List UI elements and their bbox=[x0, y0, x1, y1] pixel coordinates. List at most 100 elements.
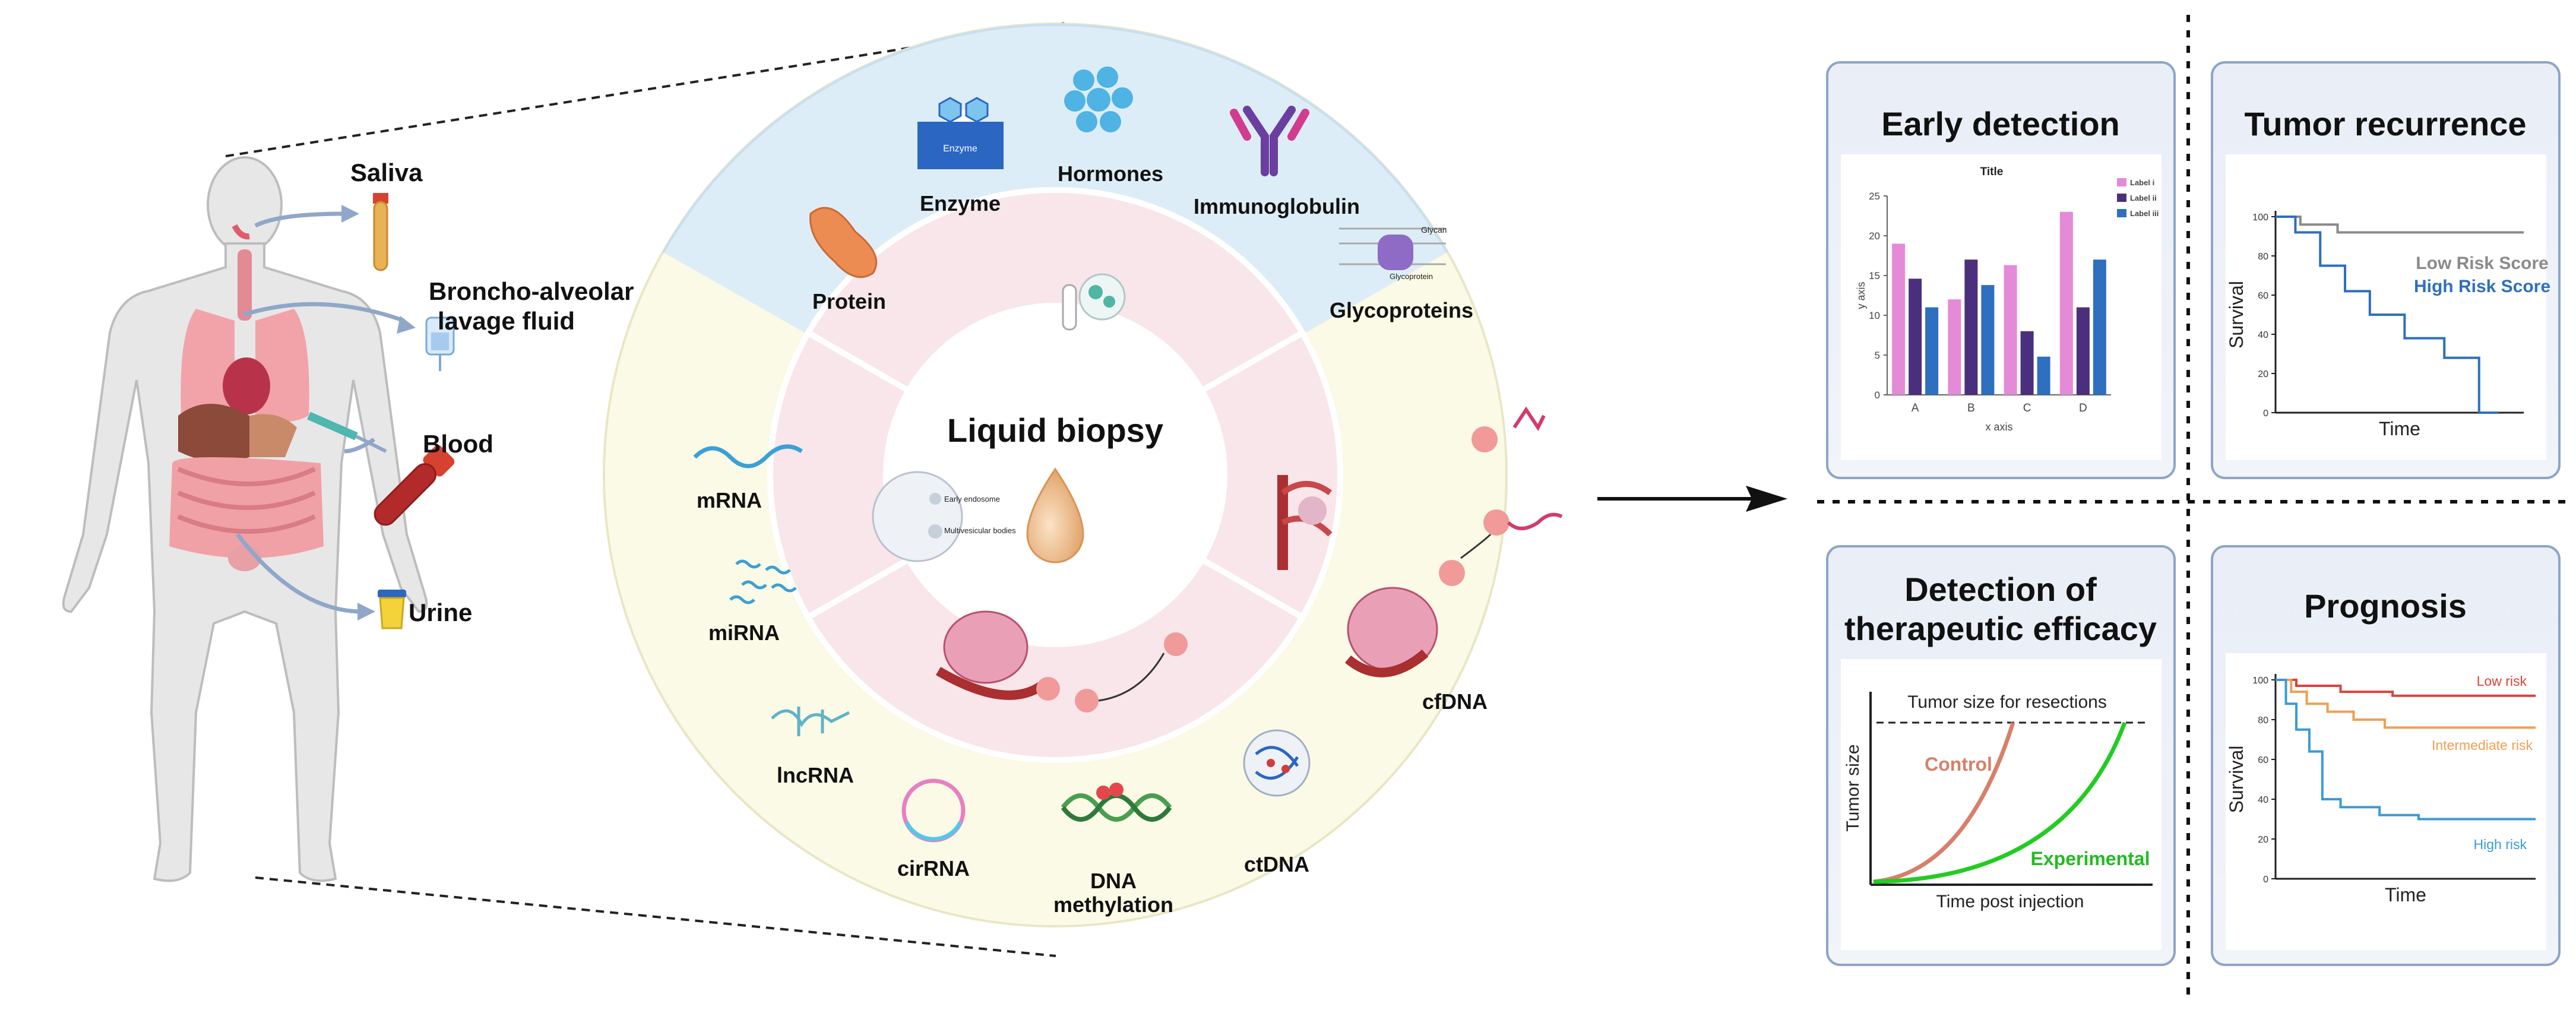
exosome-label-early: Early endosome bbox=[944, 495, 1000, 504]
immunoglobulin-icon bbox=[1230, 106, 1309, 176]
y-tick-label: 20 bbox=[2258, 835, 2268, 845]
title-therapeutic-1: Detection of bbox=[1904, 571, 2097, 608]
bar-y-tick-label: 20 bbox=[1869, 230, 1880, 242]
organs bbox=[169, 224, 324, 571]
bar-chart-title: Title bbox=[1980, 166, 2004, 178]
arrow-urine bbox=[236, 533, 363, 614]
urine-cup-icon bbox=[378, 590, 406, 629]
title-prognosis: Prognosis bbox=[2304, 587, 2467, 625]
bar bbox=[2020, 331, 2034, 395]
therapy-chart: Tumor size for resections Control Experi… bbox=[1843, 692, 2153, 911]
threshold-label: Tumor size for resections bbox=[1907, 692, 2107, 712]
bar bbox=[1948, 299, 1961, 395]
y-tick-label: 60 bbox=[2258, 291, 2268, 301]
label-cfdna: cfDNA bbox=[1422, 689, 1488, 714]
label-ctdna: ctDNA bbox=[1244, 852, 1309, 876]
fluid-arrows bbox=[236, 211, 405, 614]
liquid-biopsy-title: Liquid biopsy bbox=[947, 411, 1163, 449]
legend-label: Label ii bbox=[2130, 194, 2157, 202]
series-label: High Risk Score bbox=[2414, 277, 2550, 296]
bar bbox=[2059, 211, 2073, 395]
therapy-y-label: Tumor size bbox=[1843, 744, 1863, 831]
series-line bbox=[2276, 216, 2499, 414]
glycan-label: Glycan bbox=[1421, 225, 1447, 235]
y-tick-label: 20 bbox=[2258, 369, 2268, 379]
enzyme-inner-label: Enzyme bbox=[943, 144, 977, 154]
series-label-control: Control bbox=[1925, 753, 1992, 775]
series-line bbox=[2276, 216, 2524, 234]
label-dna-methylation-1: DNA bbox=[1090, 869, 1137, 893]
series-line bbox=[2276, 679, 2536, 729]
bar bbox=[2093, 259, 2106, 395]
label-immunoglobulin: Immunoglobulin bbox=[1194, 194, 1360, 219]
series-label: High risk bbox=[2474, 837, 2527, 852]
bar-y-tick-label: 0 bbox=[1875, 390, 1880, 401]
y-tick-label: 0 bbox=[2263, 409, 2268, 419]
y-tick-label: 100 bbox=[2252, 213, 2268, 223]
protein-icon bbox=[809, 207, 878, 278]
mrna-icon bbox=[693, 444, 803, 468]
y-label: Survival bbox=[2226, 281, 2247, 349]
bar bbox=[2037, 356, 2050, 395]
therapy-x-label: Time post injection bbox=[1936, 892, 2084, 911]
fluid-label-saliva: Saliva bbox=[350, 159, 423, 186]
hormones-icon bbox=[1064, 67, 1133, 132]
bar-y-tick-label: 15 bbox=[1869, 270, 1880, 281]
human-body-illustration bbox=[62, 156, 428, 882]
label-lncrna: lncRNA bbox=[777, 763, 854, 787]
y-tick-label: 100 bbox=[2252, 676, 2268, 686]
label-dna-methylation-2: methylation bbox=[1053, 892, 1173, 917]
legend-swatch bbox=[2117, 178, 2126, 186]
glycoprotein-inner-label: Glycoprotein bbox=[1390, 272, 1433, 281]
saliva-tube-icon bbox=[373, 193, 388, 271]
balf-bag-icon bbox=[425, 316, 455, 371]
glycoprotein-icon: Glycan Glycoprotein bbox=[1339, 225, 1447, 281]
y-tick-label: 60 bbox=[2258, 755, 2268, 765]
title-tumor-recurrence: Tumor recurrence bbox=[2244, 105, 2526, 143]
series-control-line bbox=[1873, 721, 2015, 884]
series-experimental-line bbox=[1873, 721, 2127, 884]
bar bbox=[1909, 278, 1922, 395]
bar-x-tick-label: B bbox=[1967, 402, 1975, 414]
fluid-label-urine: Urine bbox=[409, 599, 472, 626]
arrow-balf bbox=[242, 302, 405, 323]
x-label: Time bbox=[2385, 884, 2426, 905]
label-mrna: mRNA bbox=[697, 488, 762, 512]
fluid-label-blood: Blood bbox=[423, 430, 493, 458]
series-label: Intermediate risk bbox=[2432, 737, 2533, 753]
label-glycoproteins: Glycoproteins bbox=[1330, 298, 1473, 322]
series-line bbox=[2276, 679, 2536, 821]
blood-tube-icon bbox=[307, 411, 455, 526]
ctc-intravasation-icon bbox=[935, 610, 1188, 713]
legend-label: Label i bbox=[2130, 178, 2154, 187]
bar-x-tick-label: D bbox=[2079, 402, 2087, 414]
cfdna-icon bbox=[1344, 406, 1563, 677]
x-label: Time bbox=[2379, 418, 2420, 439]
bar bbox=[2076, 307, 2090, 395]
title-therapeutic-2: therapeutic efficacy bbox=[1844, 610, 2157, 647]
panel-therapeutic-efficacy: Detection of therapeutic efficacy Tumor … bbox=[1826, 545, 2176, 966]
bar bbox=[1925, 307, 1939, 395]
label-hormones: Hormones bbox=[1058, 162, 1163, 186]
label-protein: Protein bbox=[812, 289, 886, 314]
series-label: Low Risk Score bbox=[2416, 254, 2548, 273]
legend-swatch bbox=[2117, 194, 2126, 202]
legend-label: Label iii bbox=[2130, 209, 2159, 218]
droplet-icon bbox=[1026, 467, 1084, 563]
y-tick-label: 0 bbox=[2263, 875, 2268, 885]
series-label: Low risk bbox=[2477, 673, 2527, 689]
quadrant-dividers bbox=[1817, 15, 2568, 998]
dna-methylation-icon bbox=[1061, 783, 1172, 822]
arrow-blood bbox=[344, 438, 375, 454]
label-mirna: miRNA bbox=[708, 620, 780, 645]
lncrna-icon bbox=[771, 707, 850, 736]
arrow-saliva bbox=[254, 211, 345, 228]
legend-swatch bbox=[2117, 209, 2126, 217]
bar-y-tick-label: 5 bbox=[1875, 350, 1880, 361]
enzyme-icon: Enzyme bbox=[917, 97, 1004, 169]
series-label-experimental: Experimental bbox=[2031, 848, 2150, 869]
bar-x-tick-label: C bbox=[2023, 402, 2031, 414]
protein-tube-icon bbox=[1062, 273, 1126, 331]
